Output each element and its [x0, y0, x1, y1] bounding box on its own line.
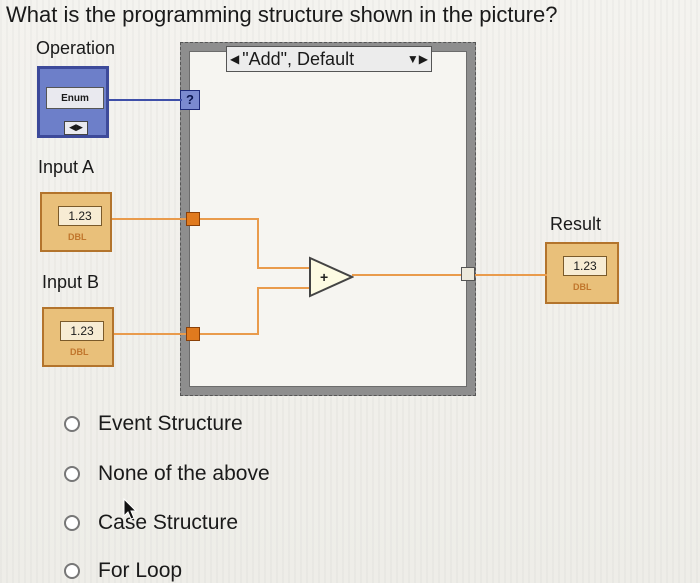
enum-arrows-icon: ◀▶ — [64, 121, 88, 135]
inner-wire-a-1 — [200, 218, 258, 220]
input-b-value: 1.23 — [60, 321, 104, 341]
svg-text:+: + — [320, 269, 328, 285]
option-label: None of the above — [98, 462, 270, 485]
result-terminal: 1.23 DBL — [545, 242, 619, 304]
input-a-wire — [112, 218, 187, 220]
result-label: Result — [550, 214, 602, 234]
input-a-value: 1.23 — [58, 206, 102, 226]
radio-button[interactable] — [64, 563, 80, 579]
input-a-terminal: 1.23 DBL — [40, 192, 112, 252]
result-type: DBL — [573, 282, 592, 292]
case-selector-label: ◀ "Add", Default ▼▶ — [226, 46, 432, 72]
case-selector-text: "Add", Default — [242, 48, 355, 69]
radio-button[interactable] — [64, 416, 80, 432]
add-output-wire — [352, 274, 462, 276]
decrement-arrow-icon: ◀ — [230, 52, 240, 66]
enum-text: Enum — [46, 87, 104, 109]
option-none-of-the-above[interactable]: None of the above — [64, 462, 270, 486]
output-tunnel — [461, 267, 475, 281]
inner-wire-b-3 — [257, 287, 309, 289]
option-label: Case Structure — [98, 511, 239, 534]
enum-wire — [109, 99, 182, 101]
operation-enum-control: Enum ◀▶ — [37, 66, 109, 138]
mouse-cursor-icon — [123, 498, 138, 520]
input-a-type: DBL — [68, 232, 87, 242]
input-a-tunnel — [186, 212, 200, 226]
radio-button[interactable] — [64, 515, 80, 531]
option-label: Event Structure — [98, 412, 243, 435]
result-wire — [475, 274, 547, 276]
input-b-terminal: 1.23 DBL — [42, 307, 114, 367]
option-label: For Loop — [98, 559, 183, 582]
result-value: 1.23 — [563, 256, 607, 276]
option-case-structure[interactable]: Case Structure — [64, 511, 238, 535]
inner-wire-a-3 — [257, 267, 309, 269]
option-event-structure[interactable]: Event Structure — [64, 412, 243, 436]
input-b-wire — [114, 333, 187, 335]
operation-label: Operation — [36, 38, 116, 58]
question-text: What is the programming structure shown … — [6, 2, 558, 27]
inner-wire-a-2 — [257, 218, 259, 268]
input-b-label: Input B — [42, 272, 100, 292]
case-selector-terminal: ? — [180, 90, 200, 110]
dropdown-arrow-icon: ▼▶ — [406, 52, 428, 66]
input-a-label: Input A — [38, 157, 95, 177]
input-b-type: DBL — [70, 347, 89, 357]
inner-wire-b-1 — [200, 333, 258, 335]
radio-button[interactable] — [64, 466, 80, 482]
inner-wire-b-2 — [257, 287, 259, 335]
add-function-icon: + — [309, 256, 354, 298]
option-for-loop[interactable]: For Loop — [64, 559, 182, 583]
input-b-tunnel — [186, 327, 200, 341]
